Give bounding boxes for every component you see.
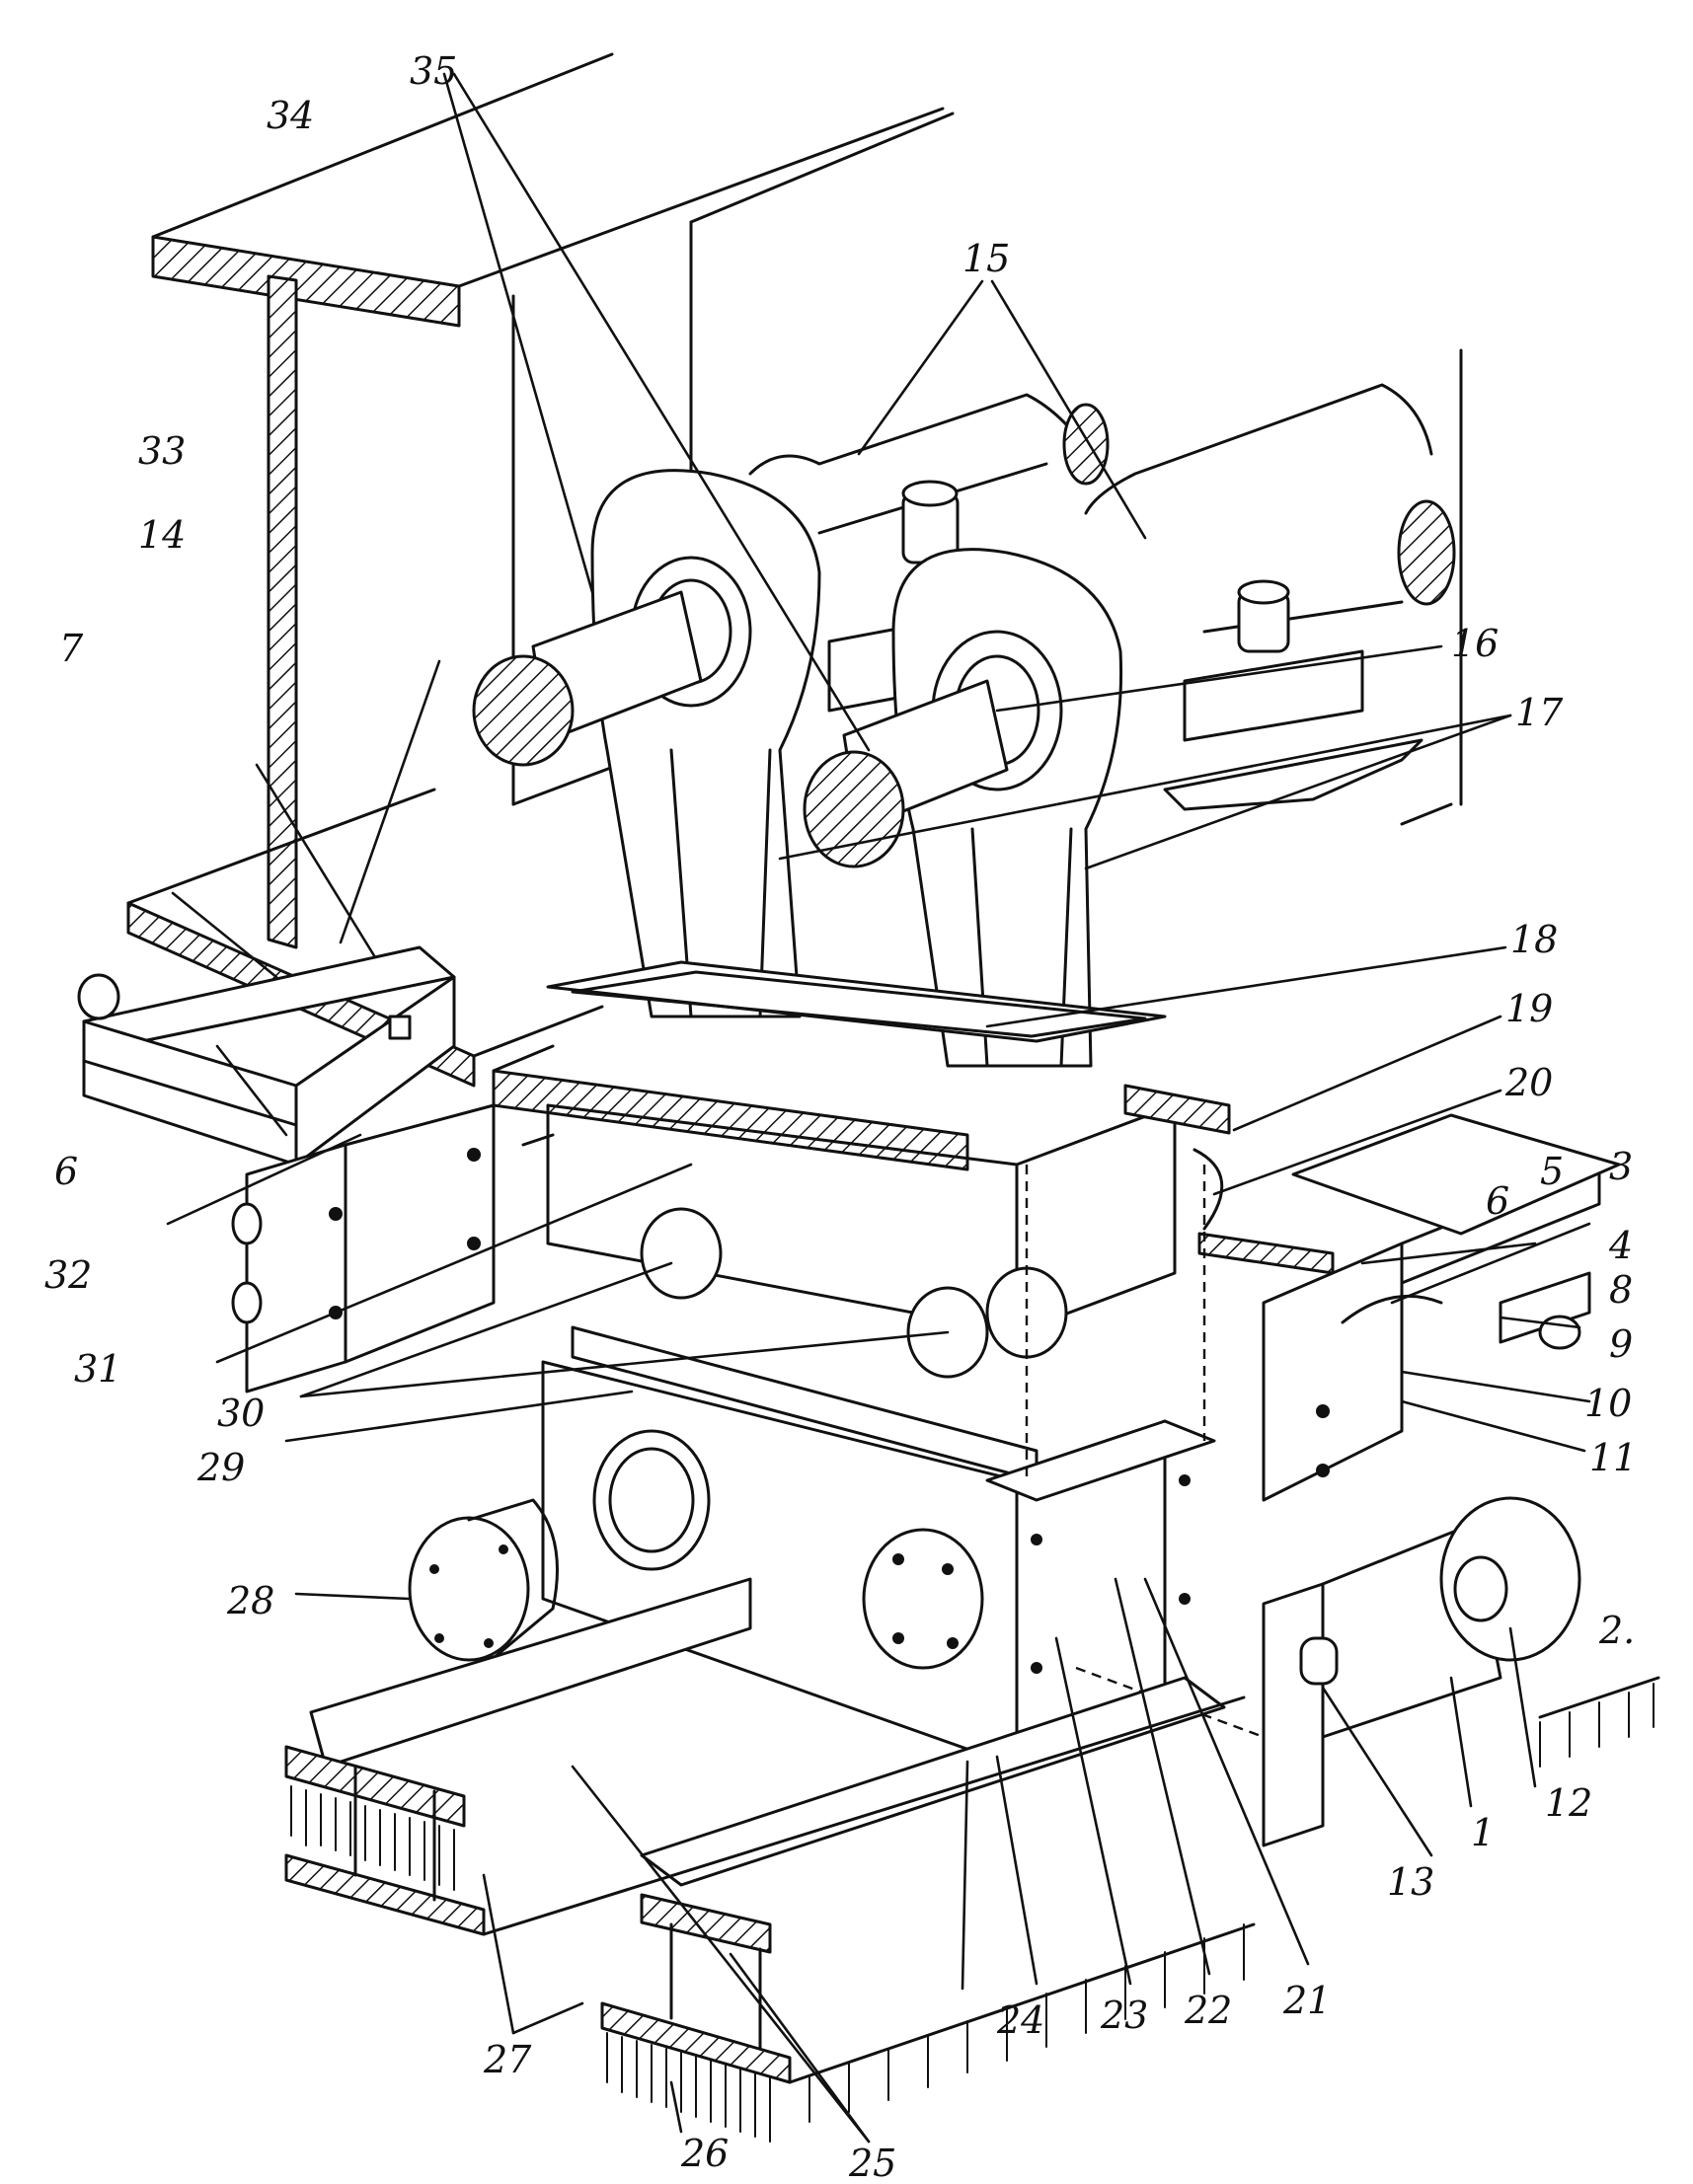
label-25: 25 bbox=[848, 2142, 896, 2184]
label-24: 24 bbox=[996, 1998, 1044, 2042]
label-13: 13 bbox=[1387, 1860, 1434, 1904]
right-clamp-block bbox=[1264, 1115, 1619, 1500]
label-28: 28 bbox=[226, 1579, 274, 1622]
right-wheel-assembly bbox=[1264, 1498, 1579, 1845]
carriage-frame bbox=[494, 962, 1333, 1332]
label-15: 15 bbox=[962, 237, 1010, 280]
label-31: 31 bbox=[74, 1347, 121, 1391]
label-29: 29 bbox=[196, 1446, 245, 1489]
label-34: 34 bbox=[267, 94, 314, 137]
label-18: 18 bbox=[1510, 918, 1558, 961]
label-27: 27 bbox=[483, 2038, 532, 2081]
label-16: 16 bbox=[1451, 622, 1499, 665]
label-4: 4 bbox=[1608, 1224, 1633, 1267]
label-2: 2. bbox=[1598, 1609, 1635, 1652]
label-6b: 6 bbox=[1486, 1179, 1509, 1223]
label-3: 3 bbox=[1609, 1145, 1633, 1188]
label-26: 26 bbox=[680, 2132, 729, 2175]
label-5: 5 bbox=[1540, 1150, 1564, 1193]
upper-i-beam bbox=[128, 54, 953, 1086]
front-left-arm bbox=[592, 471, 819, 1017]
front-right-arm bbox=[893, 550, 1121, 1066]
label-17: 17 bbox=[1515, 691, 1564, 734]
label-6a: 6 bbox=[54, 1150, 78, 1193]
label-12: 12 bbox=[1545, 1781, 1592, 1825]
label-11: 11 bbox=[1589, 1436, 1637, 1479]
label-7: 7 bbox=[59, 627, 84, 670]
label-20: 20 bbox=[1504, 1061, 1553, 1104]
label-14: 14 bbox=[138, 513, 186, 557]
end-cap bbox=[410, 1500, 558, 1660]
label-33: 33 bbox=[138, 429, 186, 473]
label-10: 10 bbox=[1584, 1382, 1632, 1425]
label-21: 21 bbox=[1282, 1979, 1331, 2022]
label-9: 9 bbox=[1609, 1322, 1633, 1366]
label-19: 19 bbox=[1505, 987, 1553, 1030]
label-22: 22 bbox=[1184, 1989, 1232, 2032]
label-8: 8 bbox=[1609, 1268, 1633, 1312]
label-1: 1 bbox=[1471, 1811, 1495, 1854]
label-32: 32 bbox=[44, 1253, 92, 1297]
label-30: 30 bbox=[217, 1392, 265, 1435]
label-23: 23 bbox=[1100, 1994, 1148, 2037]
label-35: 35 bbox=[410, 49, 457, 93]
